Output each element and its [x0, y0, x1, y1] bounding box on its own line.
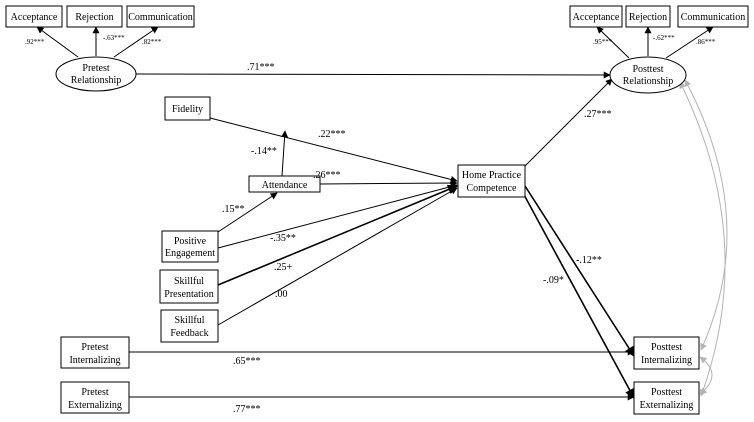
svg-text:Fidelity: Fidelity [172, 104, 203, 115]
edge-feedback-hpc [217, 187, 458, 326]
coef-engagement-hpc: -.35** [270, 233, 296, 244]
coef-post-communication: .86*** [696, 38, 716, 46]
svg-text:Relationship: Relationship [623, 76, 674, 87]
svg-text:Internalizing: Internalizing [69, 355, 120, 366]
node-positive-engagement: Positive Engagement [161, 230, 219, 263]
edge-engagement-hpc [217, 183, 458, 249]
cov-relationship-internalizing [684, 79, 728, 351]
svg-text:Skillful: Skillful [174, 315, 204, 326]
node-fidelity: Fidelity [164, 96, 211, 121]
node-posttest-internalizing: Posttest Internalizing [633, 336, 700, 370]
svg-text:Communication: Communication [681, 12, 745, 23]
node-pre-acceptance: Acceptance [5, 5, 63, 28]
svg-text:Internalizing: Internalizing [641, 355, 692, 366]
coef-post-acceptance: .95*** [593, 38, 613, 46]
svg-text:Attendance: Attendance [262, 180, 308, 191]
coef-hpc-post-externalizing: -.09* [543, 275, 564, 286]
svg-text:Externalizing: Externalizing [640, 400, 694, 411]
edge-post-rel-acceptance [596, 26, 630, 59]
node-posttest-externalizing: Posttest Externalizing [633, 381, 700, 415]
node-home-practice-competence: Home Practice Competence [457, 164, 526, 198]
coef-feedback-hpc: .00 [275, 289, 288, 300]
coef-pre-communication: .82*** [142, 38, 162, 46]
svg-text:Posttest: Posttest [632, 64, 663, 75]
svg-text:Acceptance: Acceptance [573, 12, 620, 23]
svg-text:Posttest: Posttest [651, 387, 682, 398]
edge-relationship-stability [135, 71, 611, 79]
svg-text:Engagement: Engagement [165, 248, 215, 259]
svg-text:Feedback: Feedback [170, 328, 208, 339]
coef-post-rejection: -.62*** [653, 34, 675, 42]
edge-hpc-post-internalizing [524, 185, 635, 357]
coef-hpc-post-relationship: .27*** [584, 109, 612, 120]
svg-text:Pretest: Pretest [81, 387, 108, 398]
svg-text:Relationship: Relationship [71, 75, 122, 86]
coef-pre-rejection: -.63*** [103, 34, 125, 42]
edge-presentation-hpc [217, 184, 458, 286]
coef-attendance-hpc: .26*** [313, 170, 341, 181]
node-skillful-feedback: Skillful Feedback [160, 309, 219, 343]
coef-hpc-post-internalizing: -.12** [576, 255, 602, 266]
node-pre-rejection: Rejection [66, 5, 123, 28]
node-pretest-internalizing: Pretest Internalizing [60, 336, 130, 369]
svg-text:Communication: Communication [128, 12, 192, 23]
svg-text:Rejection: Rejection [629, 12, 667, 23]
node-post-rejection: Rejection [625, 5, 671, 28]
edge-attendance-path [281, 130, 289, 177]
svg-text:Positive: Positive [174, 236, 207, 247]
edge-hpc-post-externalizing [521, 190, 635, 399]
cov-internalizing-externalizing [699, 356, 713, 395]
node-attendance: Attendance [248, 175, 321, 193]
edge-attendance-hpc [319, 179, 458, 187]
svg-text:Skillful: Skillful [174, 276, 204, 287]
svg-text:Posttest: Posttest [651, 342, 682, 353]
edge-engagement-attendance [217, 192, 278, 233]
coef-externalizing-stability: .77*** [233, 404, 261, 415]
coef-engagement-attendance: .15** [222, 204, 245, 215]
coef-attendance-fidelity-path: -.14** [251, 146, 277, 157]
node-posttest-relationship: Posttest Relationship [609, 56, 687, 94]
coef-internalizing-stability: .65*** [233, 356, 261, 367]
node-post-communication: Communication [677, 5, 749, 28]
edge-pre-rel-communication [113, 26, 159, 58]
coef-presentation-hpc: .25+ [274, 262, 293, 273]
node-pretest-relationship: Pretest Relationship [55, 56, 137, 92]
node-pretest-externalizing: Pretest Externalizing [60, 381, 130, 414]
svg-text:Acceptance: Acceptance [11, 12, 58, 23]
cov-relationship-externalizing [679, 81, 726, 397]
node-post-acceptance: Acceptance [569, 5, 623, 28]
svg-text:Competence: Competence [467, 183, 518, 194]
edge-fidelity-hpc [209, 117, 458, 183]
svg-text:Pretest: Pretest [81, 342, 108, 353]
coef-relationship-stability: .71*** [247, 62, 275, 73]
node-pre-communication: Communication [126, 5, 195, 28]
edge-post-rel-communication [665, 26, 714, 59]
edge-hpc-post-relationship [522, 78, 613, 169]
svg-text:Rejection: Rejection [75, 12, 113, 23]
svg-text:Home Practice: Home Practice [462, 170, 522, 181]
svg-text:Externalizing: Externalizing [68, 400, 122, 411]
edge-pre-rel-acceptance [36, 26, 79, 58]
svg-text:Presentation: Presentation [164, 289, 213, 300]
coef-fidelity-hpc: .22*** [318, 129, 346, 140]
coef-pre-acceptance: .92*** [25, 38, 45, 46]
node-skillful-presentation: Skillful Presentation [159, 269, 219, 304]
svg-text:Pretest: Pretest [82, 63, 109, 74]
